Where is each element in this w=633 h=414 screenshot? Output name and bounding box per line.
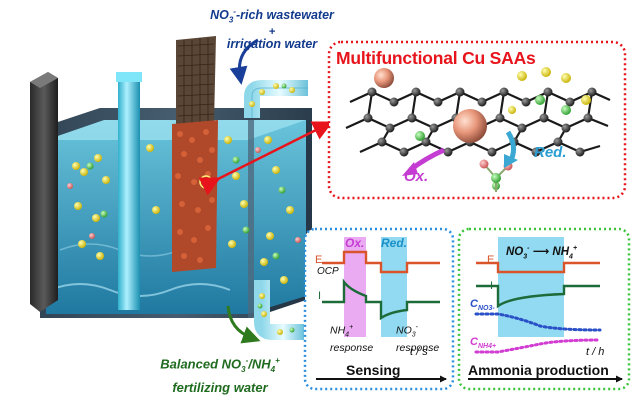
reference-electrode-cap <box>116 72 142 82</box>
ox-band <box>344 237 366 337</box>
sensing-nh4-line2: response <box>330 341 374 354</box>
sensing-e-trace <box>322 250 440 274</box>
c-no3-trace <box>474 312 602 332</box>
c-nh4-sub: NH4+ <box>477 343 497 351</box>
sensing-nh4-response: NH4+ response <box>330 322 373 354</box>
reaction-sub-b: 4 <box>569 253 573 261</box>
reference-electrode <box>116 72 142 310</box>
ammonia-i-label: I <box>490 280 494 292</box>
ammonia-i-trace <box>476 284 600 309</box>
cu-saa-inset <box>327 40 627 200</box>
cell-glass-frame <box>40 108 312 318</box>
cu-atom-large <box>453 109 487 143</box>
outlet-line2: fertilizing water <box>172 379 268 395</box>
working-electrode <box>172 36 218 272</box>
carbon-cloth <box>176 36 216 126</box>
red-arrow-head <box>504 154 518 168</box>
ammonia-panel-title: Ammonia production <box>468 362 609 378</box>
cu-atom-small <box>374 68 394 88</box>
inlet-prefix: NO <box>210 8 229 23</box>
counter-electrode <box>30 72 58 312</box>
sensing-no3-sup: - <box>415 324 418 331</box>
counter-electrode-top <box>30 72 58 88</box>
inlet-pipe <box>244 80 308 118</box>
outflow-arrow <box>226 305 261 344</box>
sensing-i-trace <box>322 278 440 321</box>
sensing-no3-sub: 3 <box>411 331 416 339</box>
inset-title: Multifunctional Cu SAAs <box>336 48 536 68</box>
sensing-nh4-sub: 4 <box>345 331 350 339</box>
sensing-no3-a: NO <box>396 324 412 337</box>
counter-electrode-plate <box>30 72 58 312</box>
electrolysis-band <box>498 237 564 337</box>
outlet-label: Balanced NO3-/NH4+ fertilizing water <box>140 352 300 397</box>
carbon-atoms <box>363 87 597 157</box>
reference-electrode-rod <box>118 78 140 310</box>
sensing-e-label: E <box>315 254 323 266</box>
reaction-sub-a: 3 <box>523 253 528 261</box>
sensing-nh4-sup: + <box>349 324 354 331</box>
sensing-panel <box>303 227 455 391</box>
reaction-a: NO <box>506 246 524 258</box>
ammonia-axis-label: t / h <box>586 346 605 358</box>
inlet-sub: 3 <box>228 15 234 25</box>
cell-glass-edge <box>248 120 254 318</box>
ammonia-panel <box>457 227 631 391</box>
inset-red-label: Red. <box>534 144 567 161</box>
outlet-line1-a: Balanced NO <box>160 356 242 372</box>
outlet-line1-sup2: + <box>275 356 280 365</box>
c-no3-label: CNO3- <box>470 298 495 312</box>
inlet-plus: + <box>268 25 276 38</box>
ammonia-e-trace <box>476 261 600 274</box>
sensing-i-label: I <box>318 290 322 302</box>
reaction-b: NH <box>552 246 570 258</box>
adsorbate-atoms <box>508 67 591 114</box>
inlet-sup: - <box>233 7 236 16</box>
sensing-axis-label: t / s <box>410 346 428 358</box>
red-band <box>381 237 407 337</box>
c-no3-main: C <box>470 298 478 310</box>
sensing-no3-line2: response <box>396 341 440 354</box>
outlet-line1-sub: 3 <box>241 364 246 374</box>
c-no3-sub: NO3- <box>477 305 495 313</box>
c-nh4-main: C <box>470 336 478 348</box>
reaction-sup-a: - <box>527 245 530 253</box>
c-nh4-trace <box>474 338 602 354</box>
c-nh4-label: CNH4+ <box>470 336 496 350</box>
ammonia-reaction: NO3- ⟶ NH4+ <box>506 244 577 260</box>
sensing-nh4-a: NH <box>330 324 346 337</box>
inset-ox-label: Ox. <box>404 168 429 185</box>
inlet-label: NO3--rich wastewater + irrigation water <box>172 4 372 52</box>
inlet-rest: -rich wastewater <box>235 8 334 23</box>
sensing-panel-border <box>303 227 455 391</box>
ox-arrow-head <box>402 162 418 176</box>
inflow-arrow <box>229 38 259 85</box>
reaction-arrow: ⟶ <box>532 246 550 258</box>
sensing-ocp-label: OCP <box>317 266 339 277</box>
zoom-arrow <box>198 121 333 196</box>
sensing-ox-label: Ox. <box>345 236 365 250</box>
outlet-pipe <box>254 280 304 340</box>
catalyst-layer <box>172 120 218 272</box>
inlet-line2: irrigation water <box>226 36 318 51</box>
reaction-sup-b: + <box>572 245 578 253</box>
ammonia-e-label: E <box>487 254 495 266</box>
sensing-red-label: Red. <box>381 236 408 250</box>
outlet-line1-b: /NH <box>248 356 271 372</box>
outlet-line1-sup: - <box>245 356 249 365</box>
dopant-atoms <box>415 95 571 190</box>
sensing-panel-title: Sensing <box>346 362 401 378</box>
sensing-no3-response: NO3- response <box>396 322 439 354</box>
outlet-line1-sub2: 4 <box>270 364 276 374</box>
